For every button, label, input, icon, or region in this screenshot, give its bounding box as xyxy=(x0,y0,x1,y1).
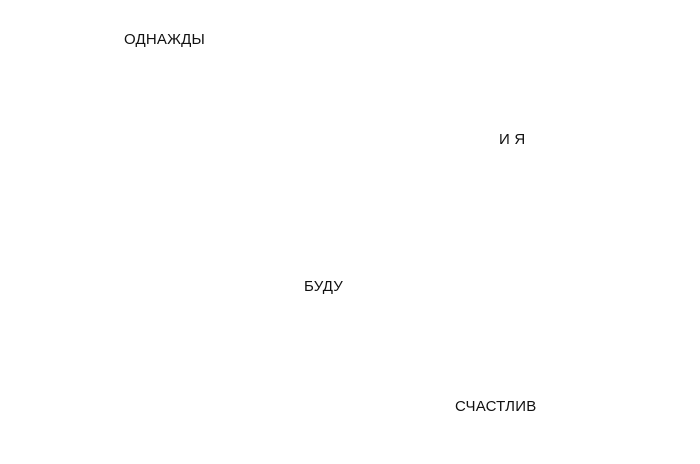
word-and-i: И Я xyxy=(499,131,526,148)
word-will-be: БУДУ xyxy=(304,278,344,295)
word-once: ОДНАЖДЫ xyxy=(124,31,206,48)
word-happy: СЧАСТЛИВ xyxy=(455,398,537,415)
